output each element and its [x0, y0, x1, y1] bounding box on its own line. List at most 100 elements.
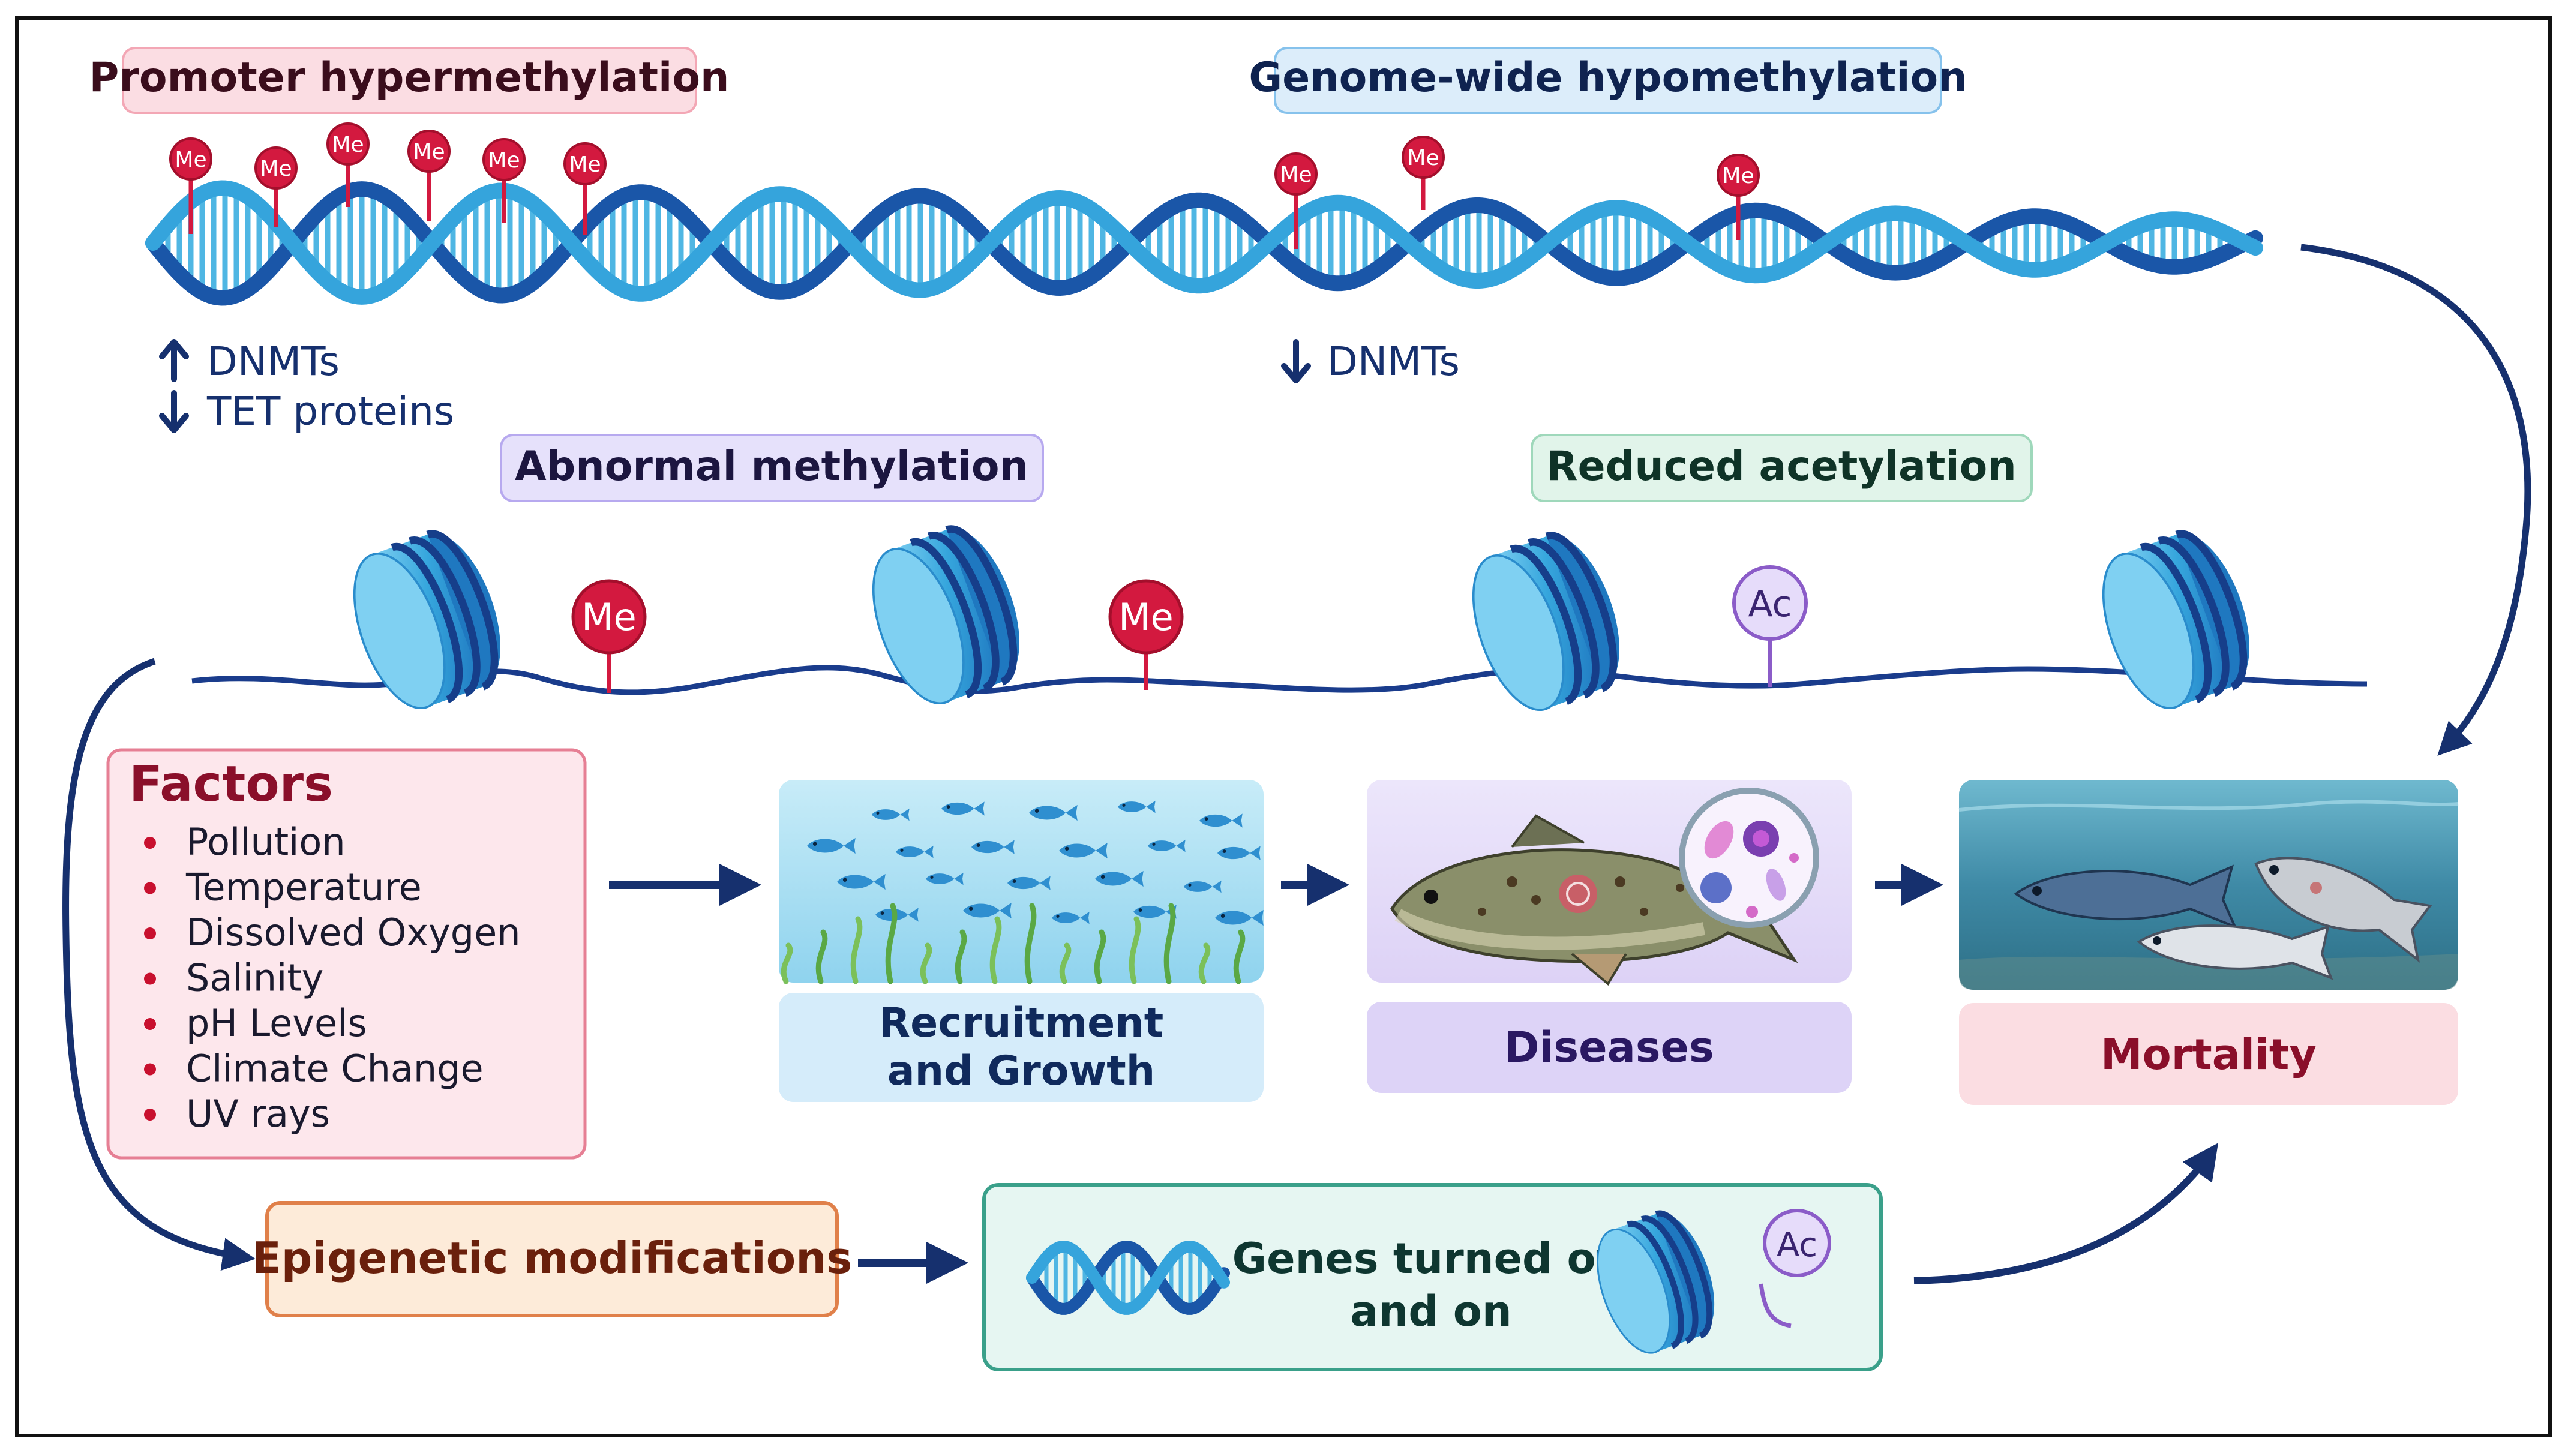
svg-text:and Growth: and Growth: [887, 1047, 1155, 1095]
seaweed-strand: [1163, 903, 1176, 984]
svg-text:Genes turned off: Genes turned off: [1232, 1234, 1631, 1283]
methyl-tag: Me: [1274, 152, 1318, 249]
promoter-hypermethylation-label: Promoter hypermethylation: [89, 47, 730, 114]
methyl-tag: Me: [482, 138, 526, 223]
genes-turned-off-on-box: Genes turned off and on Ac: [982, 1183, 1883, 1371]
small-fish: [1215, 909, 1264, 926]
chromatin-me-tag-1: Me: [571, 579, 647, 693]
svg-text:DNMTs: DNMTs: [1327, 338, 1460, 385]
svg-text:Reduced acetylation: Reduced acetylation: [1546, 443, 2017, 490]
dnmts-up-row: DNMTs: [159, 338, 340, 385]
seaweed-strand: [955, 929, 967, 984]
chromatin-to-epigenetic-arrow: [62, 658, 256, 1271]
seaweed-strand: [1024, 903, 1037, 984]
methyl-tag: Me: [1402, 136, 1445, 210]
small-fish: [895, 845, 934, 858]
svg-text:Me: Me: [488, 148, 520, 173]
factor-item: Climate Change: [186, 1047, 484, 1091]
factor-item: Temperature: [185, 866, 422, 909]
methyl-tag: Me: [326, 122, 370, 207]
svg-text:Ac: Ac: [1777, 1226, 1817, 1265]
down-arrow-icon: [1281, 339, 1311, 383]
mini-nucleosome: [1597, 1210, 1715, 1354]
mini-ac-tag: Ac: [1759, 1209, 1831, 1328]
small-fish: [1051, 911, 1090, 924]
seaweed-illustration: [781, 903, 1246, 984]
reduced-acetylation-label: Reduced acetylation: [1531, 434, 2033, 502]
factor-item: UV rays: [186, 1092, 330, 1136]
small-fish: [1029, 804, 1078, 821]
svg-text:Me: Me: [1722, 164, 1754, 188]
genes-to-mortality-arrow: [1913, 1143, 2218, 1284]
bullet-icon: [144, 1018, 156, 1030]
small-fish: [1007, 876, 1051, 890]
methyl-tag: Me: [169, 137, 212, 234]
seaweed-strand: [1129, 916, 1141, 984]
mini-dna-helix-icon: [1026, 1241, 1230, 1315]
genome-wide-hypomethylation-label: Genome-wide hypomethylation: [1249, 47, 1967, 114]
chromatin-me-tag-2: Me: [1108, 579, 1184, 690]
svg-text:and on: and on: [1350, 1287, 1511, 1336]
dna-strand-a: [1026, 1241, 1230, 1315]
small-fish: [1059, 842, 1108, 859]
small-fish: [1217, 846, 1261, 860]
svg-text:Me: Me: [1118, 595, 1174, 639]
abnormal-methylation-label: Abnormal methylation: [500, 434, 1044, 502]
small-fish: [1095, 870, 1144, 887]
small-fish: [971, 840, 1015, 854]
factor-item: Salinity: [186, 956, 323, 1000]
seaweed-strand: [1198, 942, 1211, 984]
svg-text:Me: Me: [413, 140, 445, 164]
small-fish: [963, 902, 1012, 919]
up-arrow-icon: [159, 339, 189, 382]
down-arrow-icon: [159, 390, 189, 433]
small-fish: [925, 872, 964, 885]
seaweed-strand: [1094, 929, 1106, 984]
svg-text:Abnormal methylation: Abnormal methylation: [515, 443, 1028, 490]
svg-text:Me: Me: [332, 133, 364, 157]
bullet-icon: [144, 837, 156, 849]
small-fish: [871, 808, 910, 821]
dead-fish-3-illustration: [2137, 924, 2333, 980]
factor-item: pH Levels: [186, 1001, 367, 1045]
factors-title: Factors: [129, 756, 333, 813]
svg-text:Me: Me: [175, 148, 206, 172]
seaweed-strand: [885, 903, 898, 984]
dna-strand-b: [1026, 1241, 1230, 1315]
chromatin-strand: [191, 665, 2368, 695]
svg-text:Promoter hypermethylation: Promoter hypermethylation: [89, 54, 730, 101]
svg-text:Diseases: Diseases: [1504, 1023, 1714, 1072]
seaweed-strand: [1059, 942, 1072, 984]
bullet-icon: [144, 972, 156, 985]
svg-text:Ac: Ac: [1748, 583, 1792, 625]
svg-text:DNMTs: DNMTs: [207, 338, 340, 385]
small-fish: [1183, 880, 1222, 893]
svg-text:Epigenetic modifications: Epigenetic modifications: [252, 1233, 853, 1283]
small-fish: [837, 873, 886, 890]
svg-text:Me: Me: [260, 157, 292, 181]
fish-school-illustration: [807, 800, 1264, 926]
small-fish: [875, 908, 919, 922]
svg-text:Me: Me: [581, 595, 637, 639]
svg-text:Genome-wide hypomethylation: Genome-wide hypomethylation: [1249, 54, 1967, 101]
nucleosome: [353, 530, 500, 710]
seaweed-strand: [920, 942, 932, 984]
chromatin-ac-tag: Ac: [1732, 565, 1808, 687]
seaweed-strand: [850, 916, 863, 984]
tet-down-row: TET proteins: [159, 388, 454, 434]
epigenetic-modifications-box: Epigenetic modifications: [252, 1201, 853, 1317]
dna-double-helix: [145, 180, 2263, 306]
dead-fish-1-illustration: [2014, 864, 2237, 929]
helix-to-mortality-arrow: [2300, 244, 2531, 756]
svg-text:Recruitment: Recruitment: [879, 999, 1163, 1047]
diseases-panel: Diseases: [1367, 780, 1852, 1093]
methyl-tag: Me: [407, 130, 451, 221]
small-fish: [941, 801, 985, 816]
dna-strand-a: [145, 181, 2263, 306]
svg-text:TET proteins: TET proteins: [206, 388, 454, 434]
dnmts-down-row: DNMTs: [1281, 338, 1460, 385]
pathogen-magnifier-illustration: [1679, 788, 1819, 928]
factor-item: Dissolved Oxygen: [186, 911, 521, 954]
